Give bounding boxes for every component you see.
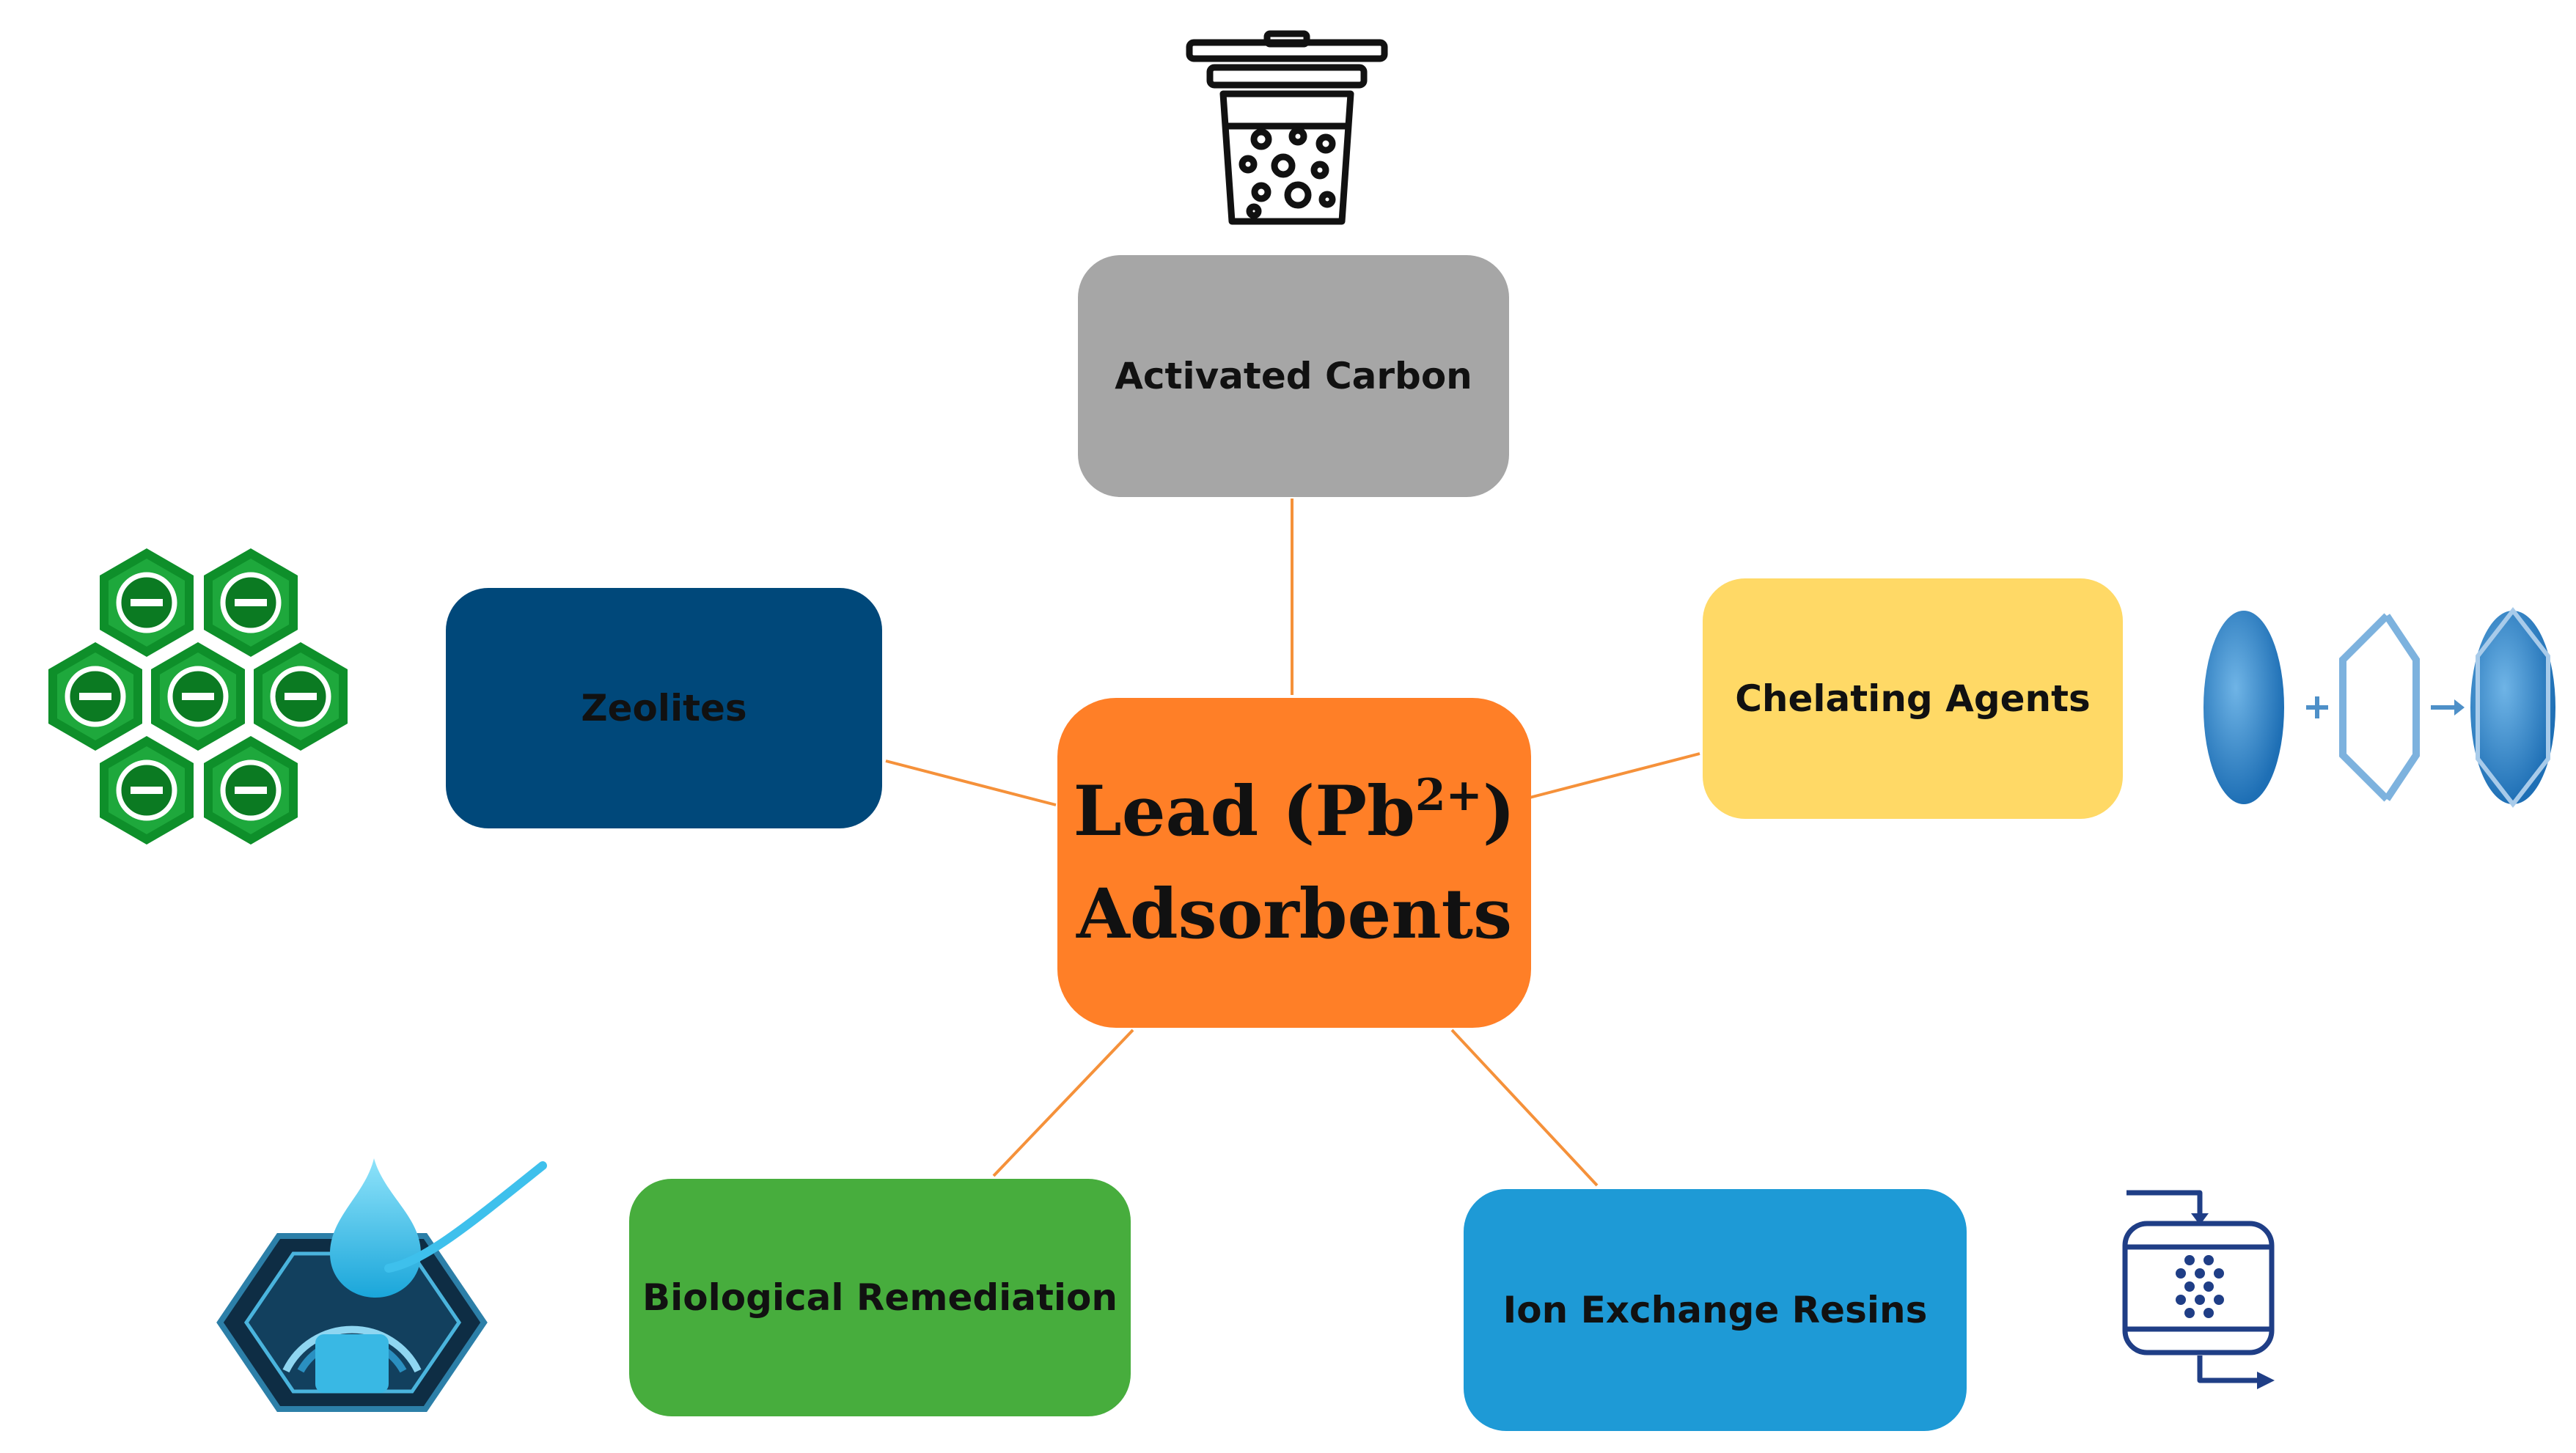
connector-chelating-agents [1529,752,1700,799]
chelation-reaction-icon [2203,607,2555,808]
hexagon-lattice-icon [29,542,367,858]
connector-zeolites [885,759,1057,806]
water-drop-gauge-icon [216,1158,547,1412]
connector-ion-exchange-resins [1450,1029,1599,1187]
ion-exchange-column-icon [2122,1190,2275,1389]
center-title-line2: Adsorbents [1076,874,1513,954]
connector-biological-remediation [992,1029,1134,1177]
center-title-line1: Lead (Pb2+) [1073,770,1516,852]
node-center-lead-adsorbents: Lead (Pb2+) Adsorbents [1057,698,1531,1028]
node-chelating-agents: Chelating Agents [1703,578,2123,819]
node-label-ion-exchange-resins: Ion Exchange Resins [1502,1289,1928,1331]
node-ion-exchange-resins: Ion Exchange Resins [1464,1189,1967,1431]
filter-cartridge-icon [1186,30,1388,225]
node-biological-remediation: Biological Remediation [629,1179,1131,1416]
node-activated-carbon: Activated Carbon [1078,255,1509,497]
node-label-zeolites: Zeolites [581,687,747,729]
node-label-chelating-agents: Chelating Agents [1735,677,2091,720]
node-label-activated-carbon: Activated Carbon [1115,355,1472,397]
node-zeolites: Zeolites [446,588,882,828]
node-label-biological-remediation: Biological Remediation [642,1276,1118,1319]
